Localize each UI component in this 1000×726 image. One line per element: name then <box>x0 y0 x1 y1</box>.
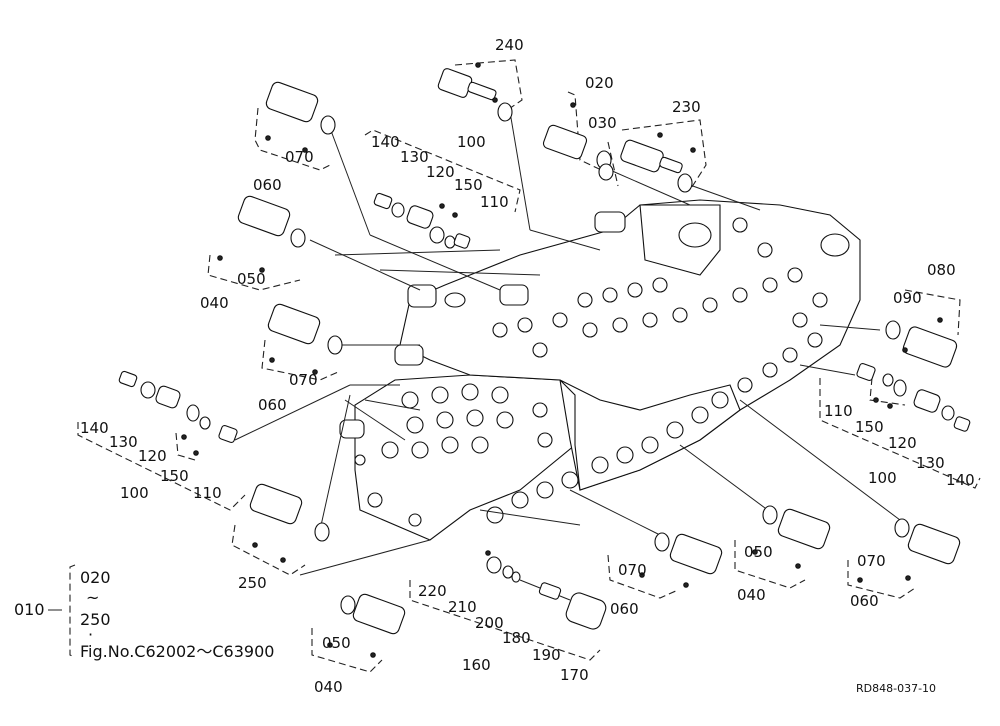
part-060-valve-mid <box>267 303 343 375</box>
legend-code: 010 <box>14 600 45 619</box>
label-150-right: 150 <box>855 418 884 436</box>
label-050-bottom-right: 050 <box>744 543 773 561</box>
label-090: 090 <box>893 289 922 307</box>
label-130-left: 130 <box>109 433 138 451</box>
label-170: 170 <box>560 666 589 684</box>
part-060-valve-top <box>265 81 336 153</box>
callout-labels: 240 020 030 230 070 060 140 130 100 120 … <box>80 36 975 696</box>
label-070-bottom-right: 070 <box>857 552 886 570</box>
label-050-left: 050 <box>237 270 266 288</box>
label-060-top: 060 <box>253 176 282 194</box>
label-060-bottom-right: 060 <box>850 592 879 610</box>
leader-lines <box>234 111 901 576</box>
part-160-spool-assembly <box>485 550 607 630</box>
valve-ports <box>381 217 828 459</box>
label-230: 230 <box>672 98 701 116</box>
part-040-valve-bottom <box>327 593 406 658</box>
label-190: 190 <box>532 646 561 664</box>
legend-block: 010 020 ~ 250 · Fig.No.C62002～C63900 <box>14 564 274 661</box>
label-070-mid: 070 <box>289 371 318 389</box>
label-160: 160 <box>462 656 491 674</box>
label-110-right: 110 <box>824 402 853 420</box>
label-120-top: 120 <box>426 163 455 181</box>
label-050-bottom: 050 <box>322 634 351 652</box>
label-070-bottom-mid: 070 <box>618 561 647 579</box>
part-100-check-right <box>856 362 971 432</box>
label-040-bottom: 040 <box>314 678 343 696</box>
part-040-valve-bottom-right <box>752 505 831 569</box>
part-080-valve-right <box>885 317 958 368</box>
label-130-right: 130 <box>916 454 945 472</box>
part-relief-valves <box>118 62 971 658</box>
part-060-valve-bottom-right <box>857 518 961 583</box>
legend-fig-range: Fig.No.C62002～C63900 <box>80 642 274 661</box>
label-120-left: 120 <box>138 447 167 465</box>
label-060-mid: 060 <box>258 396 287 414</box>
part-100-check-left <box>118 370 238 456</box>
legend-range-start: 020 <box>80 568 111 587</box>
part-230-valve <box>620 132 696 193</box>
control-valve-body <box>339 199 861 541</box>
label-020: 020 <box>585 74 614 92</box>
label-140-right: 140 <box>946 471 975 489</box>
label-100-top: 100 <box>457 133 486 151</box>
label-150-top: 150 <box>454 176 483 194</box>
label-200: 200 <box>475 614 504 632</box>
part-240-valve <box>437 62 513 122</box>
label-040-bottom-right: 040 <box>737 586 766 604</box>
part-020-valve <box>542 102 614 181</box>
label-150-left: 150 <box>160 467 189 485</box>
spool-end-fittings <box>486 332 823 524</box>
label-130-top: 130 <box>400 148 429 166</box>
legend-tilde: ~ <box>86 588 99 607</box>
label-030: 030 <box>588 114 617 132</box>
label-120-right: 120 <box>888 434 917 452</box>
label-110-top: 110 <box>480 193 509 211</box>
label-100-left: 100 <box>120 484 149 502</box>
label-250: 250 <box>238 574 267 592</box>
label-140-top: 140 <box>371 133 400 151</box>
label-100-right: 100 <box>868 469 897 487</box>
label-210: 210 <box>448 598 477 616</box>
label-110-left: 110 <box>193 484 222 502</box>
legend-dot: · <box>88 625 93 644</box>
label-060-bottom-mid: 060 <box>610 600 639 618</box>
label-180: 180 <box>502 629 531 647</box>
label-080: 080 <box>927 261 956 279</box>
legend-range-end: 250 <box>80 610 111 629</box>
part-100-check-top <box>373 192 471 249</box>
label-070-top: 070 <box>285 148 314 166</box>
group-brackets <box>77 59 981 673</box>
part-250-valve <box>249 483 330 563</box>
part-060-valve-bottom-mid <box>639 532 723 588</box>
part-040-valve-left <box>217 195 306 273</box>
label-240: 240 <box>495 36 524 54</box>
label-040-left: 040 <box>200 294 229 312</box>
label-220: 220 <box>418 582 447 600</box>
reference-code: RD848-037-10 <box>856 682 936 695</box>
label-140-left: 140 <box>80 419 109 437</box>
